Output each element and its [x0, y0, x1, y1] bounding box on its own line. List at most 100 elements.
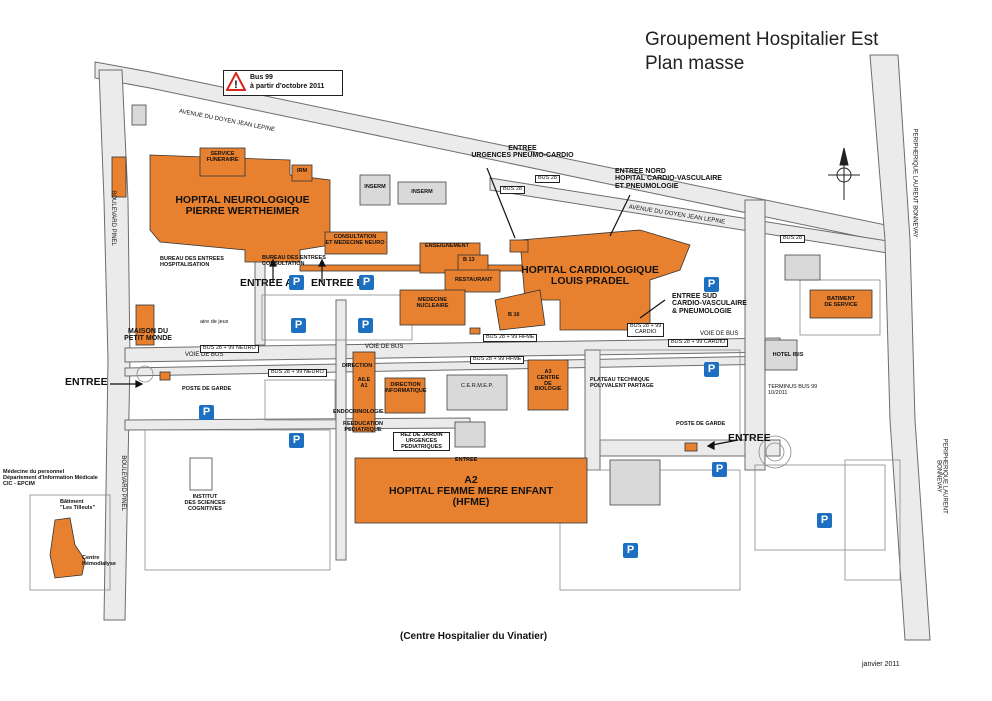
- marker-poste-garde-east: [684, 442, 698, 452]
- north-arrow-icon: [828, 147, 860, 200]
- terminus-label: TERMINUS BUS 99 10/2011: [768, 384, 818, 396]
- annotation-entree-west: ENTREE: [65, 376, 108, 388]
- label-neuro: HOPITAL NEUROLOGIQUE PIERRE WERTHEIMER: [175, 194, 310, 218]
- entrance-arrows: [110, 167, 739, 450]
- label-enseignement: ENSEIGNEMENT: [425, 243, 470, 249]
- road-label-voie-bus-1: VOIE DE BUS: [185, 352, 224, 358]
- map-title: Groupement Hospitalier Est Plan masse: [645, 28, 878, 76]
- map-caption: (Centre Hospitalier du Vinatier): [400, 631, 548, 642]
- road-label-peripherique-top: PERIPHERIQUE LAURENT BONNEVAY: [911, 128, 918, 238]
- road-label-peripherique-bottom: PERIPHERIQUE LAURENT BONNEVAY: [935, 438, 948, 514]
- label-medecine-nucleaire: MEDECINE NUCLEAIRE: [416, 297, 449, 309]
- building-batiment-service: [809, 289, 873, 319]
- building-consultation-neuro: [324, 231, 388, 255]
- building-hfme: [354, 457, 588, 524]
- parking-marker: P: [289, 275, 304, 290]
- annotation-entree-hfme: ENTREE: [455, 457, 478, 463]
- label-cardio: HOPITAL CARDIOLOGIQUE LOUIS PRADEL: [521, 264, 659, 288]
- parking-marker: P: [817, 513, 832, 528]
- road-label-pinel-top: BOULEVARD PINEL: [109, 190, 116, 246]
- plot-outlines: [29, 279, 901, 591]
- label-service-funeraire: SERVICE FUNERAIRE: [206, 151, 239, 163]
- label-plateau-technique: PLATEAU TECHNIQUE POLYVALENT PARTAGE: [590, 377, 654, 389]
- building-b16: [494, 289, 546, 331]
- grey-buildings: [131, 104, 821, 506]
- orange-buildings: [49, 147, 873, 579]
- annotation-entree-urgences: ENTREE URGENCES PNEUMO-CARDIO: [471, 145, 574, 160]
- label-inserm-2: INSERM: [411, 189, 433, 195]
- label-irm: IRM: [296, 168, 308, 174]
- annotation-entree-sud: ENTREE SUD CARDIO-VASCULAIRE & PNEUMOLOG…: [672, 293, 747, 315]
- building-small-west-1: [111, 156, 127, 198]
- road-label-pinel-bottom: BOULEVARD PINEL: [119, 455, 126, 511]
- annotation-entree-a: ENTREE A: [240, 277, 293, 289]
- road-network: [94, 54, 931, 641]
- label-direction-informatique: DIRECTION INFORMATIQUE: [384, 382, 427, 394]
- label-maison-petit-monde: MAISON DU PETIT MONDE: [124, 328, 172, 343]
- label-endocrinologie: ENDOCRINOLOGIE: [333, 409, 384, 415]
- label-aile-a1: AILE A1: [357, 377, 371, 389]
- parking-marker: P: [358, 318, 373, 333]
- building-a3: [527, 359, 569, 411]
- map-date: janvier 2011: [862, 661, 900, 668]
- annotation-poste-garde-east: POSTE DE GARDE: [676, 421, 726, 427]
- parking-marker: P: [291, 318, 306, 333]
- label-consultation-neuro: CONSULTATION ET MEDECINE NEURO: [325, 234, 385, 246]
- building-irm: [291, 164, 313, 182]
- bus-label-cardio-1: BUS 28 + 99 CARDIO: [627, 323, 665, 337]
- building-tilleuls: [49, 517, 86, 579]
- building-service-funeraire: [199, 147, 246, 177]
- parking-marker: P: [704, 362, 719, 377]
- bus-label-cardio-2: BUS 28 + 99 CARDIO: [668, 339, 729, 347]
- label-hfme: A2 HOPITAL FEMME MERE ENFANT (HFME): [388, 474, 554, 509]
- label-aire-de-jeux: aire de jeux: [200, 319, 229, 325]
- label-hotel-ibis: HOTEL IBIS: [772, 352, 804, 358]
- notice-line-1: Bus 99: [250, 74, 273, 81]
- parking-marker: P: [623, 543, 638, 558]
- annotation-bureau-hosp: BUREAU DES ENTREES HOSPITALISATION: [160, 256, 224, 268]
- bus-label-neuro-2: BUS 28 + 99 NEURO: [268, 369, 327, 377]
- label-restaurant: RESTAURANT: [455, 277, 493, 283]
- marker-urgences: [509, 239, 529, 253]
- title-line-1: Groupement Hospitalier Est: [645, 29, 879, 50]
- bus-label-hfme-1: BUS 28 + 99 HFME: [483, 334, 538, 342]
- building-cardio: [519, 229, 691, 331]
- warning-icon: !: [226, 72, 246, 91]
- label-medecine-personnel: Médecine du personnel Département d'Info…: [3, 469, 98, 487]
- label-direction: DIRECTION: [342, 363, 373, 369]
- svg-text:!: !: [234, 79, 238, 91]
- parking-marker: P: [712, 462, 727, 477]
- annotation-entree-east: ENTREE: [728, 432, 771, 444]
- building-direction-info: [384, 377, 426, 414]
- marker-poste-garde-west: [159, 371, 171, 381]
- annotation-entree-nord: ENTREE NORD HOPITAL CARDIO-VASCULAIRE ET…: [615, 168, 722, 190]
- label-b13: B 13: [463, 257, 475, 263]
- marker-b16-small: [469, 327, 481, 335]
- bus-label-28-right: BUS 28: [780, 235, 805, 243]
- building-aile-a1: [352, 351, 376, 433]
- annotation-entree-b: ENTREE B: [311, 277, 365, 289]
- label-a3: A3 CENTRE DE BIOLOGIE: [534, 369, 562, 393]
- label-b16: B 16: [508, 312, 520, 318]
- building-restaurant: [444, 269, 501, 293]
- building-maison-petit-monde: [135, 304, 155, 346]
- bus-label-hfme-2: BUS 28 + 99 HFME: [470, 356, 525, 364]
- label-rez-de-jardin: REZ DE JARDIN URGENCES PEDIATRIQUES: [393, 432, 450, 452]
- bus-label-28-top: BUS 28: [500, 186, 525, 194]
- label-cermep: C.E.R.M.E.P.: [461, 383, 493, 389]
- parking-marker: P: [704, 277, 719, 292]
- notice-line-2: à partir d'octobre 2011: [250, 83, 325, 90]
- annotation-bureau-consult: BUREAU DES ENTREES CONSULTATION: [262, 255, 326, 267]
- label-centre-hemodialyse: Centre Hémodialyse: [82, 555, 116, 567]
- label-inserm-1: INSERM: [364, 184, 386, 190]
- annotation-poste-garde-west: POSTE DE GARDE: [182, 386, 232, 392]
- road-label-voie-bus-3: VOIE DE BUS: [700, 331, 739, 337]
- label-institut: INSTITUT DES SCIENCES COGNITIVES: [184, 494, 226, 512]
- parking-marker: P: [289, 433, 304, 448]
- bus-notice: ! Bus 99 à partir d'octobre 2011: [223, 70, 343, 96]
- label-batiment-service: BATIMENT DE SERVICE: [824, 296, 858, 308]
- title-line-2: Plan masse: [645, 53, 745, 74]
- building-medecine-nucleaire: [399, 289, 466, 326]
- label-batiment-tilleuls: Bâtiment "Les Tilleuls": [60, 499, 96, 511]
